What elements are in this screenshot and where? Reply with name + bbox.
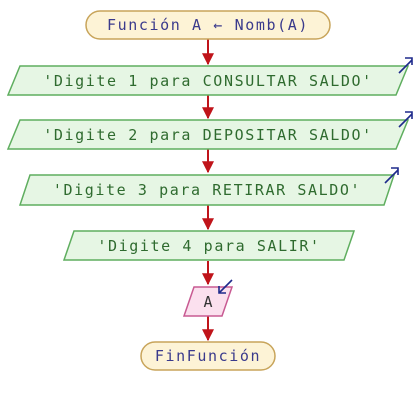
output-arrow-icon xyxy=(398,111,413,128)
output-node-1-label: 'Digite 1 para CONSULTAR SALDO' xyxy=(43,72,373,90)
output-node-4: 'Digite 4 para SALIR' xyxy=(62,230,356,261)
input-node-label: A xyxy=(203,293,212,311)
start-terminal: Función A ← Nomb(A) xyxy=(85,10,331,40)
output-arrow-icon xyxy=(398,57,413,74)
output-node-2-label: 'Digite 2 para DEPOSITAR SALDO' xyxy=(43,126,373,144)
output-node-3: 'Digite 3 para RETIRAR SALDO' xyxy=(18,167,399,206)
output-node-1: 'Digite 1 para CONSULTAR SALDO' xyxy=(6,57,413,96)
input-arrow-icon xyxy=(218,279,233,294)
output-node-2: 'Digite 2 para DEPOSITAR SALDO' xyxy=(6,111,413,150)
end-terminal-label: FinFunción xyxy=(155,347,261,365)
start-terminal-label: Función A ← Nomb(A) xyxy=(107,16,309,34)
output-arrow-icon xyxy=(384,167,399,184)
output-node-3-label: 'Digite 3 para RETIRAR SALDO' xyxy=(53,181,361,199)
output-node-4-label: 'Digite 4 para SALIR' xyxy=(97,237,320,255)
end-terminal: FinFunción xyxy=(140,341,276,371)
input-node: A xyxy=(182,279,234,317)
